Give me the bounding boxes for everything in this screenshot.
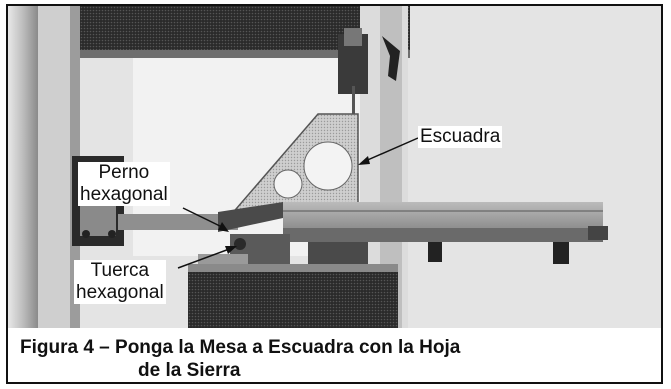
- tuerca-leader-line: [177, 247, 233, 269]
- square-hole-large: [303, 141, 353, 191]
- figure-frame: Escuadra Perno hexagonal Tuerca hexagona…: [6, 4, 663, 384]
- table-rail: [118, 214, 238, 230]
- lower-housing-top: [188, 264, 398, 272]
- right-column-shade: [380, 6, 402, 328]
- escuadra-arrowhead: [358, 156, 370, 165]
- trunnion-base: [308, 242, 368, 266]
- label-tuerca-line1: Tuerca: [90, 260, 150, 281]
- table-front-edge: [218, 202, 283, 232]
- label-tuerca-hexagonal: Tuerca hexagonal: [74, 260, 166, 304]
- label-escuadra: Escuadra: [418, 126, 503, 148]
- label-perno-line1: Perno: [98, 162, 150, 183]
- perno-arrowhead: [218, 222, 229, 232]
- bracket-screw: [108, 230, 116, 238]
- caption-line1: Figura 4 – Ponga la Mesa a Escuadra con …: [20, 337, 461, 358]
- bracket-screw: [82, 230, 90, 238]
- tension-lever: [382, 36, 400, 81]
- label-perno-line2: hexagonal: [80, 184, 168, 205]
- guide-knob: [344, 28, 362, 46]
- band-saw-illustration: [8, 6, 661, 328]
- table-knob: [428, 242, 442, 262]
- saw-table-edge: [283, 228, 603, 242]
- square-hole-small: [273, 169, 303, 199]
- lower-housing: [188, 268, 398, 328]
- perno-leader-line: [182, 207, 225, 229]
- label-tuerca-line2: hexagonal: [76, 282, 164, 303]
- hex-nut: [234, 238, 246, 250]
- left-column: [8, 6, 38, 328]
- table-knob: [553, 242, 569, 264]
- upper-housing-edge: [80, 50, 410, 58]
- figure-caption: Figura 4 – Ponga la Mesa a Escuadra con …: [20, 336, 460, 382]
- table-clamp: [588, 226, 608, 240]
- caption-line2: de la Sierra: [138, 360, 241, 381]
- label-perno-hexagonal: Perno hexagonal: [78, 162, 170, 206]
- escuadra-leader-line: [362, 137, 419, 163]
- band-saw-photo: Escuadra Perno hexagonal Tuerca hexagona…: [8, 6, 661, 328]
- tuerca-arrowhead: [225, 246, 237, 254]
